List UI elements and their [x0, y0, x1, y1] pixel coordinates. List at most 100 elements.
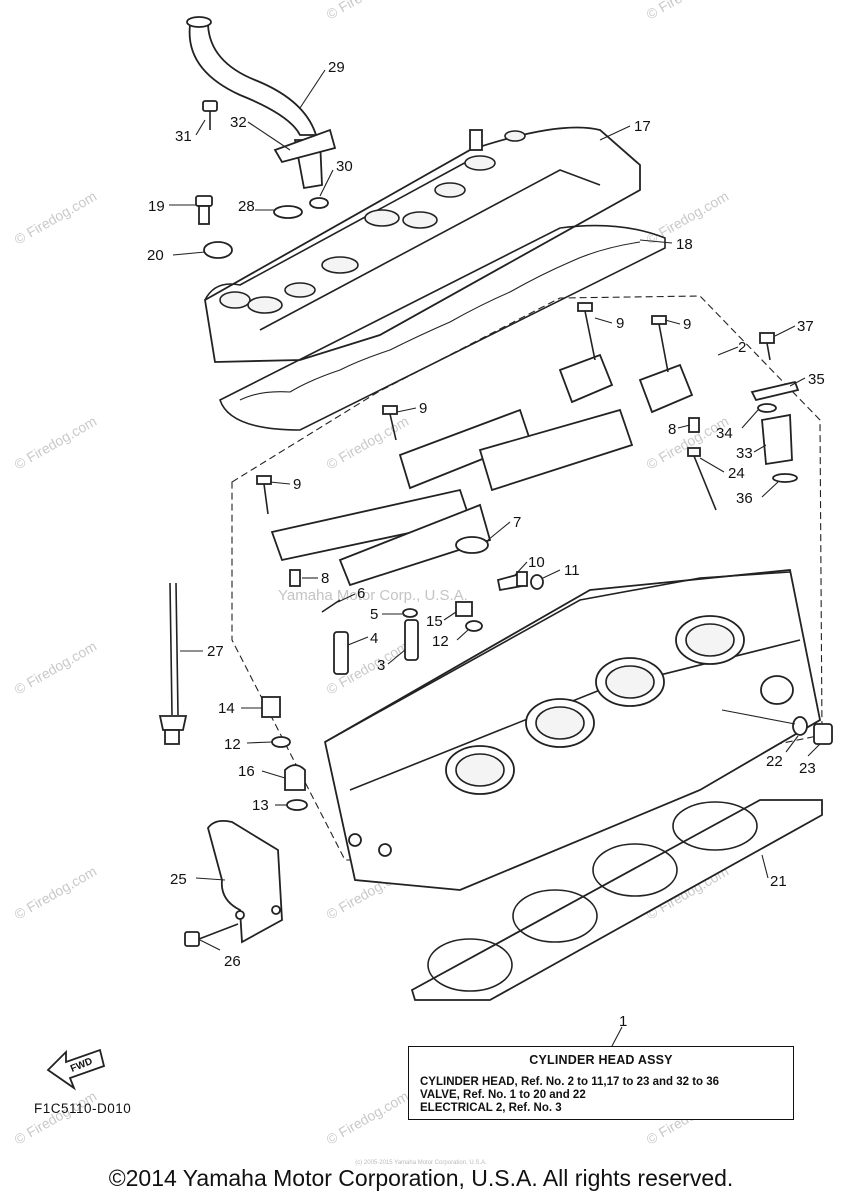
- callout-29: 29: [328, 59, 345, 76]
- washer-12: [271, 736, 291, 748]
- bolt-37-shaft: [766, 342, 771, 361]
- copyright-line: ©2014 Yamaha Motor Corporation, U.S.A. A…: [108, 1165, 734, 1191]
- callout-2: 2: [738, 339, 746, 356]
- callout-11: 11: [564, 562, 580, 579]
- bracket-hole: [271, 905, 281, 915]
- callout-1: 1: [619, 1013, 627, 1030]
- clip-6: [321, 599, 341, 613]
- callout-36: 36: [736, 490, 753, 507]
- callout-21: 21: [770, 873, 787, 890]
- cam-caps: [270, 353, 694, 587]
- watermark: © Firedog.com: [324, 413, 412, 473]
- callout-4: 4: [370, 630, 378, 647]
- sensor-27: [158, 582, 188, 745]
- callout-14: 14: [218, 700, 235, 717]
- callout-32: 32: [230, 114, 247, 131]
- callout-8: 8: [668, 421, 676, 438]
- cam-cap-bolts: [256, 302, 669, 515]
- bolt-31: [202, 100, 218, 130]
- callout-13: 13: [252, 797, 269, 814]
- leader-lines: [169, 69, 821, 1047]
- callout-25: 25: [170, 871, 187, 888]
- cap-nut-16: [284, 764, 306, 791]
- sensor-33: [761, 413, 793, 466]
- plug-23: [813, 723, 833, 745]
- callout-20: 20: [147, 247, 164, 264]
- callout-9: 9: [683, 316, 691, 333]
- callout-34: 34: [716, 425, 733, 442]
- legend-box: CYLINDER HEAD ASSY CYLINDER HEAD, Ref. N…: [408, 1046, 794, 1120]
- watermark: © Firedog.com: [644, 413, 732, 473]
- bracket-25: [207, 819, 283, 944]
- callout-labels: 29 31 32 30 17 19 28 20 18 9 9 2 37 35 3…: [147, 59, 825, 1030]
- head-cover: [204, 126, 641, 363]
- callout-15: 15: [426, 613, 443, 630]
- stud-bolt-24: [687, 447, 717, 511]
- callout-33: 33: [736, 445, 753, 462]
- callout-23: 23: [799, 760, 816, 777]
- head-cover-gasket: [219, 224, 666, 431]
- valve-guide-4: [333, 631, 349, 675]
- callout-8: 8: [321, 570, 329, 587]
- callout-19: 19: [148, 198, 165, 215]
- callout-5: 5: [370, 606, 378, 623]
- callout-17: 17: [634, 118, 651, 135]
- grommet-28: [273, 205, 303, 219]
- watermark: © Firedog.com: [12, 638, 100, 698]
- o-ring-5: [402, 608, 418, 618]
- valve-guide-3: [404, 619, 419, 661]
- legend-title: CYLINDER HEAD ASSY: [529, 1053, 673, 1067]
- o-ring-36: [772, 473, 798, 483]
- bolt-26: [184, 923, 239, 947]
- watermark: © Firedog.com: [12, 413, 100, 473]
- nut-14: [261, 696, 281, 718]
- callout-12: 12: [224, 736, 241, 753]
- bolt-19: [195, 195, 213, 225]
- callout-6: 6: [357, 585, 365, 602]
- nut-15: [455, 601, 473, 617]
- legend-line: ELECTRICAL 2, Ref. No. 3: [420, 1102, 562, 1114]
- fwd-arrow-icon: FWD: [46, 1048, 106, 1091]
- washer-12: [465, 620, 483, 632]
- callout-16: 16: [238, 763, 255, 780]
- bolt-37: [759, 332, 775, 344]
- dowel-8: [688, 417, 700, 433]
- plug-7: [455, 536, 489, 554]
- callout-3: 3: [377, 657, 385, 674]
- part-code: F1C5110-D010: [34, 1101, 132, 1116]
- washer-11: [530, 574, 544, 590]
- bolt-10: [496, 571, 528, 592]
- callout-9: 9: [419, 400, 427, 417]
- dowel-8: [289, 569, 301, 587]
- callout-9: 9: [293, 476, 301, 493]
- callout-28: 28: [238, 198, 255, 215]
- watermark: © Firedog.com: [12, 188, 100, 248]
- callout-10: 10: [528, 554, 545, 571]
- o-ring-34: [757, 403, 777, 413]
- watermark: © Firedog.com: [324, 0, 412, 23]
- callout-37: 37: [797, 318, 814, 335]
- callout-22: 22: [766, 753, 783, 770]
- callout-30: 30: [336, 158, 353, 175]
- callout-31: 31: [175, 128, 192, 145]
- washer-13: [286, 799, 308, 811]
- cylinder-head: [323, 569, 822, 891]
- bracket-35: [750, 380, 800, 402]
- callout-26: 26: [224, 953, 241, 970]
- callout-12: 12: [432, 633, 449, 650]
- callout-24: 24: [728, 465, 745, 482]
- head-gasket: [410, 799, 823, 1001]
- bracket-hole: [235, 910, 245, 920]
- watermark: © Firedog.com: [324, 1088, 412, 1148]
- watermark: © Firedog.com: [644, 0, 732, 23]
- center-watermark: Yamaha Motor Corp., U.S.A.: [278, 587, 468, 604]
- breather-hose: [186, 16, 337, 209]
- legend-line: CYLINDER HEAD, Ref. No. 2 to 11,17 to 23…: [420, 1076, 720, 1088]
- callout-7: 7: [513, 514, 521, 531]
- callout-35: 35: [808, 371, 825, 388]
- washer-22: [792, 716, 808, 736]
- callout-18: 18: [676, 236, 693, 253]
- watermark: © Firedog.com: [12, 1088, 100, 1148]
- watermark: © Firedog.com: [12, 863, 100, 923]
